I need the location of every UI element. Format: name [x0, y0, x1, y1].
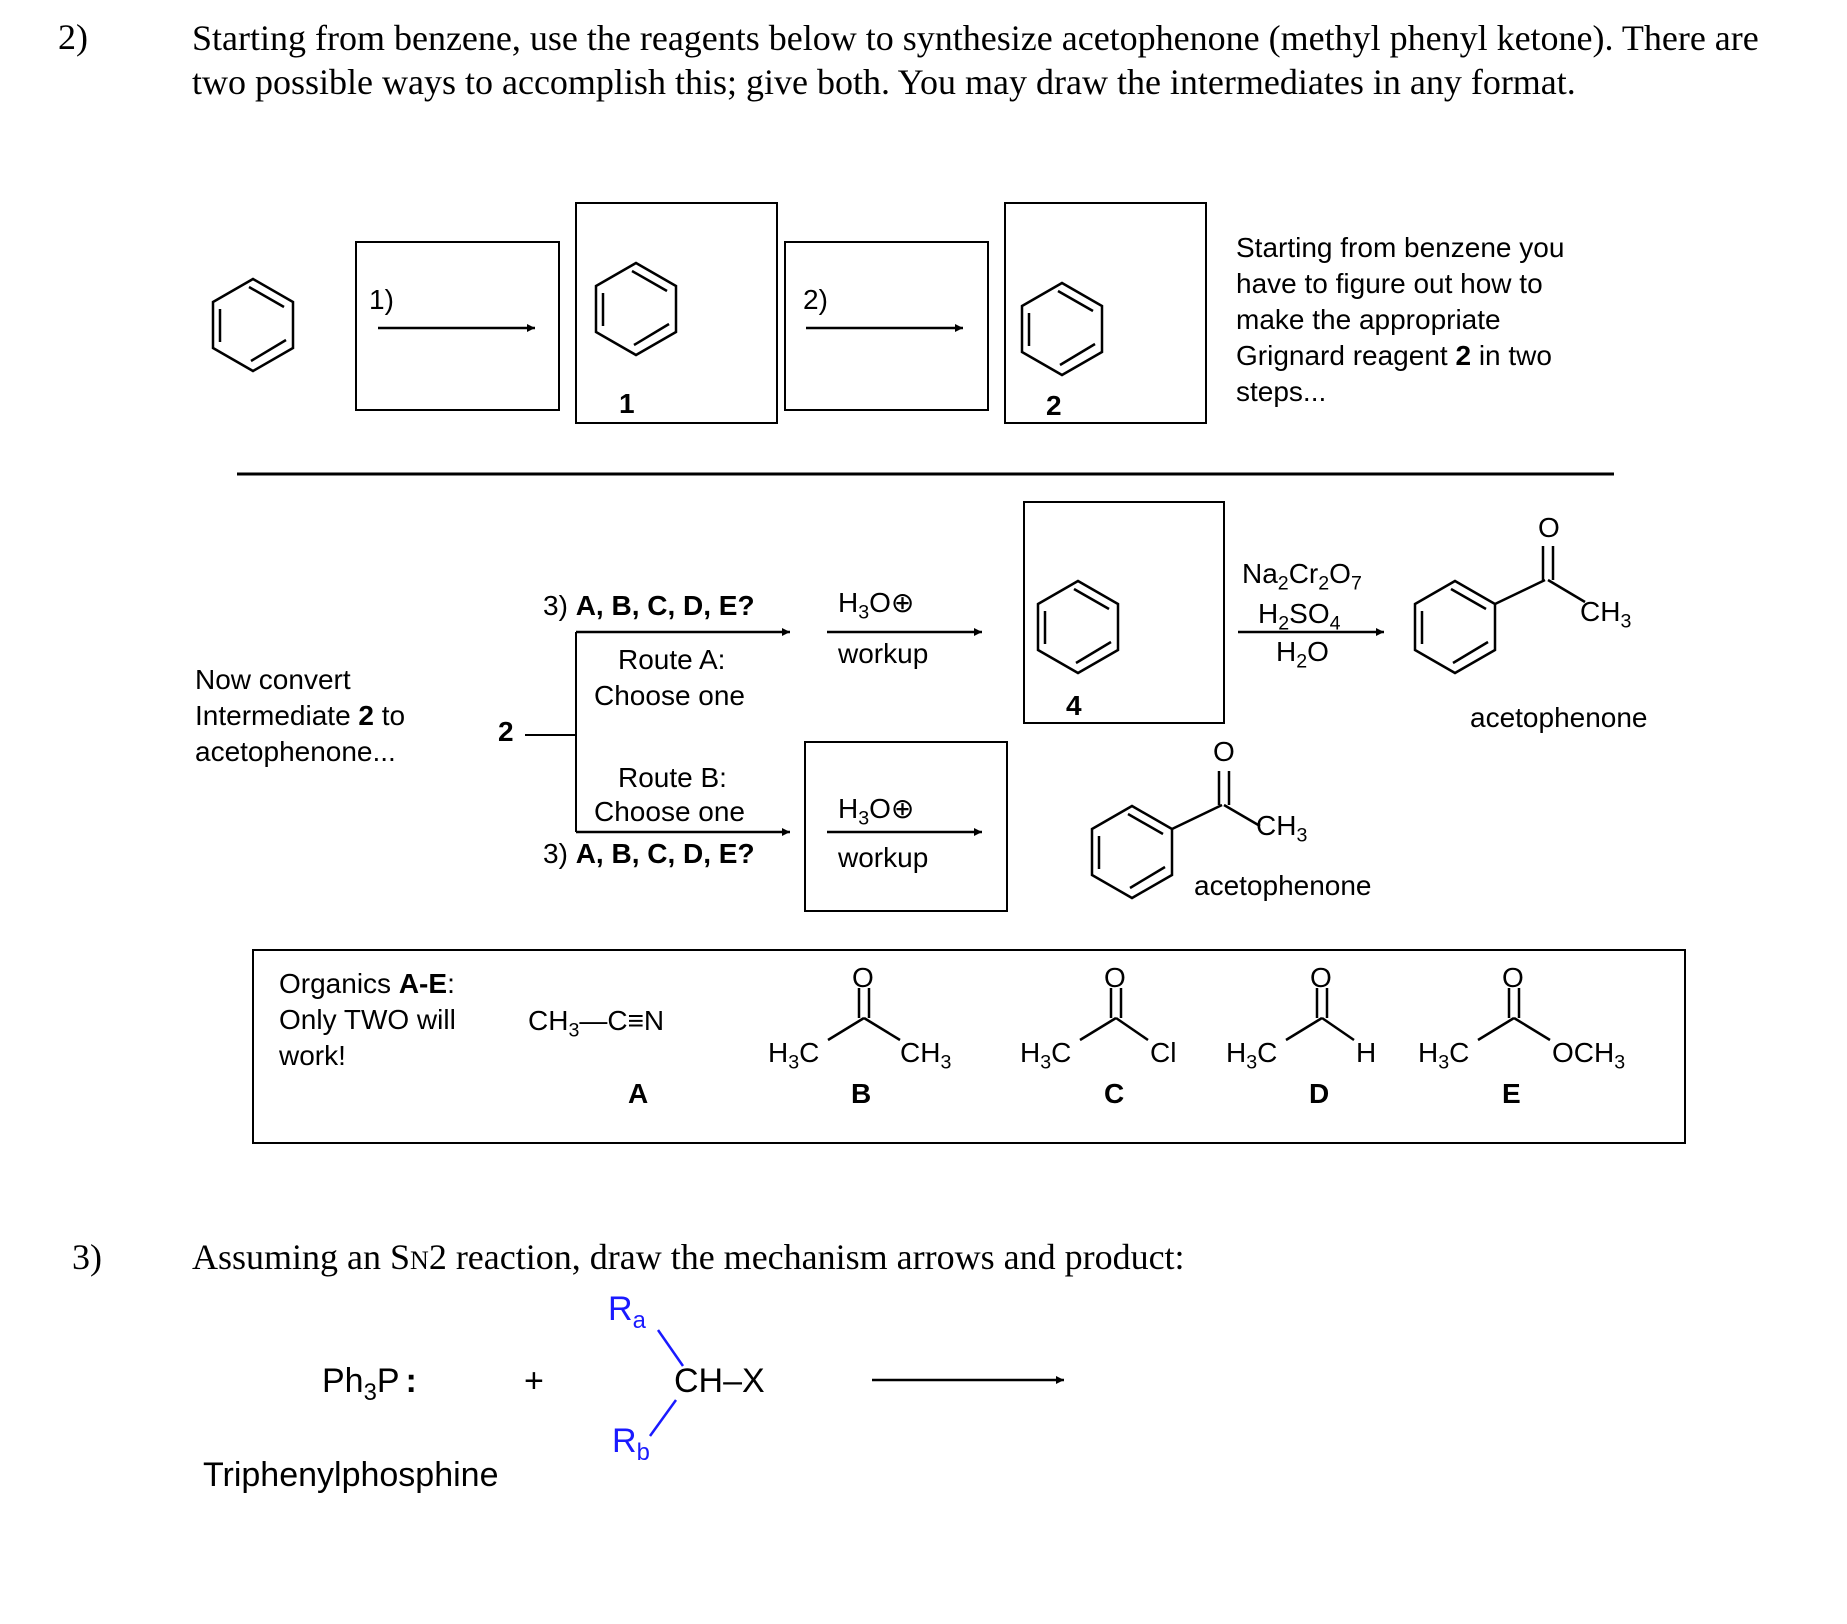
route-a-title: Route A: [618, 644, 726, 675]
intermediate-4-label: 4 [1066, 690, 1082, 721]
compound-d-oxygen: O [1310, 962, 1332, 993]
reaction-center: CH–X [674, 1362, 765, 1400]
rb-bond [648, 1399, 678, 1437]
compound-b-right: CH3 [900, 1037, 952, 1074]
compound-a-formula: CH3—C≡N [528, 1005, 665, 1042]
intermediate-4-box[interactable] [1023, 501, 1225, 724]
organics-title: Organics A-E: Only TWO will work! [279, 968, 456, 1071]
oxidant-reagent-2: H2SO4 [1258, 598, 1341, 635]
compound-d-right: H [1356, 1037, 1377, 1068]
plus-sign: + [524, 1362, 544, 1400]
step-2-answer-box[interactable] [784, 241, 989, 411]
product-b-methyl: CH3 [1256, 810, 1308, 847]
intermediate-2-box[interactable] [1004, 202, 1207, 424]
nucleophile-name: Triphenylphosphine [203, 1456, 499, 1494]
compound-c-left: H3C [1020, 1037, 1072, 1074]
benzene-starting-material [211, 277, 295, 373]
compound-e-oxygen: O [1502, 962, 1524, 993]
intermediate-4-benzene [1036, 579, 1120, 675]
intermediate-2-label: 2 [1046, 390, 1062, 421]
route-a-step3: 3) A, B, C, D, E? [543, 590, 755, 621]
question-3-text: Assuming an SN2 reaction, draw the mecha… [192, 1237, 1185, 1277]
compound-e-skeleton [1477, 988, 1551, 1042]
compound-e-right: OCH3 [1552, 1037, 1626, 1074]
route-b-subtitle: Choose one [594, 796, 746, 827]
compound-c-letter: C [1104, 1078, 1125, 1109]
compound-b-letter: B [851, 1078, 872, 1109]
product-a-methyl: CH3 [1580, 596, 1632, 633]
step-2-label: 2) [803, 284, 828, 315]
route-b-title: Route B: [618, 762, 727, 793]
route-b-workup-box [804, 741, 1008, 912]
nucleophile: Ph3P: [322, 1362, 417, 1406]
ra-bond [656, 1329, 685, 1367]
acetophenone-product-a [1413, 546, 1586, 675]
route-a-hydronium: H3O⊕ [838, 587, 915, 624]
product-a-oxygen: O [1538, 512, 1560, 543]
route-a-workup: workup [838, 638, 929, 669]
compound-c-right: Cl [1150, 1037, 1177, 1068]
question-2-number: 2) [58, 17, 88, 57]
question-2-text: Starting from benzene, use the reagents … [192, 18, 1759, 102]
route-b-workup: workup [838, 842, 929, 873]
compound-d-letter: D [1309, 1078, 1330, 1109]
organics-box [252, 949, 1686, 1144]
compound-d-skeleton [1285, 988, 1355, 1042]
substituent-rb: Rb [612, 1422, 650, 1466]
compound-c-skeleton [1079, 988, 1149, 1042]
substituent-ra: Ra [608, 1290, 646, 1334]
compound-e-left: H3C [1418, 1037, 1470, 1074]
intermediate-1-label: 1 [619, 388, 635, 419]
compound-d-left: H3C [1226, 1037, 1278, 1074]
branch-label-2: 2 [498, 716, 514, 747]
convert-instruction: Now convert Intermediate 2 to acetopheno… [195, 664, 406, 767]
grignard-note: Starting from benzene you have to figure… [1236, 232, 1565, 407]
route-b-hydronium: H3O⊕ [838, 793, 915, 830]
compound-a-letter: A [628, 1078, 649, 1109]
compound-b-oxygen: O [852, 962, 874, 993]
intermediate-2-benzene [1020, 281, 1104, 377]
step-1-label: 1) [369, 284, 394, 315]
compound-e-letter: E [1502, 1078, 1521, 1109]
compound-b-skeleton [827, 988, 901, 1042]
compound-b-left: H3C [768, 1037, 820, 1074]
oxidant-reagent-1: Na2Cr2O7 [1242, 558, 1362, 595]
oxidant-reagent-3: H2O [1276, 636, 1329, 673]
acetophenone-product-b [1090, 771, 1261, 900]
compound-c-oxygen: O [1104, 962, 1126, 993]
route-a-subtitle: Choose one [594, 680, 746, 711]
step-1-answer-box[interactable] [355, 241, 560, 411]
route-b-step3: 3) A, B, C, D, E? [543, 838, 755, 869]
product-b-name: acetophenone [1194, 870, 1372, 901]
intermediate-1-benzene [594, 261, 678, 357]
branch-connector [525, 632, 577, 832]
product-a-name: acetophenone [1470, 702, 1648, 733]
product-b-oxygen: O [1213, 736, 1235, 767]
question-3-number: 3) [72, 1237, 102, 1277]
intermediate-1-box[interactable] [575, 202, 778, 424]
